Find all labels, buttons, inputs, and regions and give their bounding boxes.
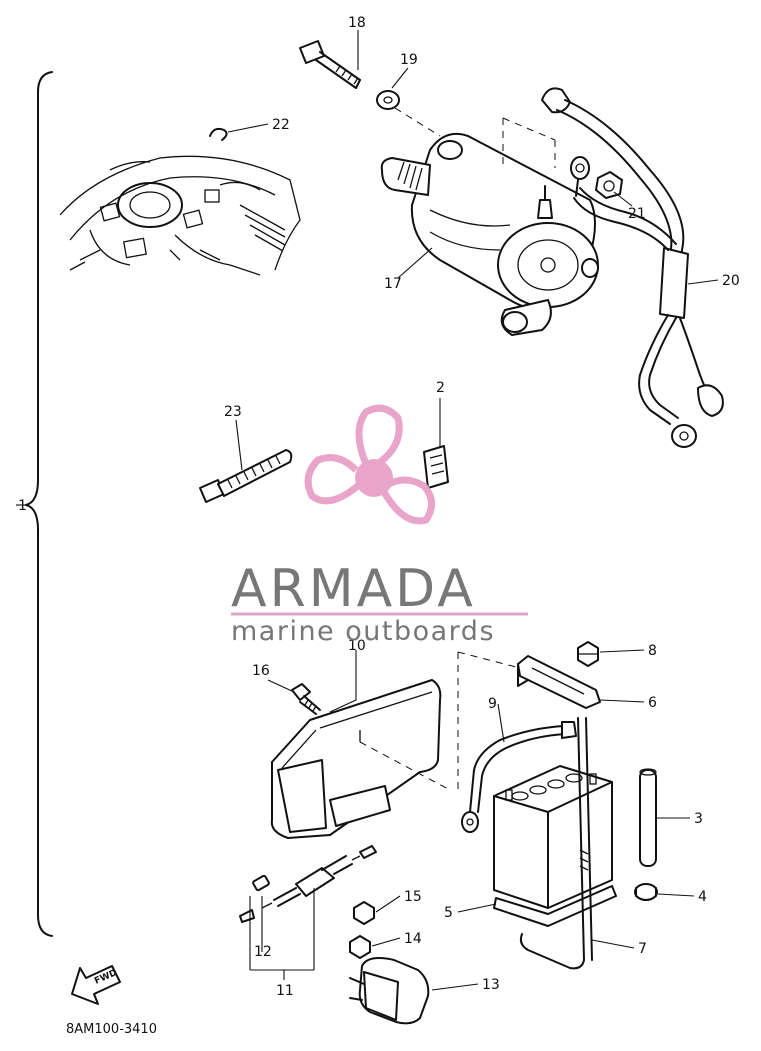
alignment-line — [359, 741, 451, 791]
callout-19: 19 — [400, 52, 418, 68]
callout-9: 9 — [488, 696, 497, 712]
part-9-battery-lead — [461, 721, 577, 833]
engine-block-drawing — [59, 155, 301, 276]
callout-labels: 1 2 3 4 5 6 7 8 9 10 11 12 13 14 15 16 1… — [18, 15, 740, 999]
watermark: ARMADA marine outboards — [231, 404, 528, 647]
callout-11: 11 — [276, 983, 294, 999]
callout-4: 4 — [698, 889, 707, 905]
part-3-tube — [639, 768, 657, 867]
callout-23: 23 — [224, 404, 242, 420]
part-23-cable-tie — [199, 449, 293, 503]
alignment-line — [457, 651, 521, 790]
callout-14: 14 — [404, 931, 422, 947]
part-8-nut — [577, 641, 599, 667]
callout-15: 15 — [404, 889, 422, 905]
fwd-arrow-icon: FWD — [71, 965, 121, 1005]
part-16-screw — [291, 683, 321, 715]
part-2-pad — [423, 445, 449, 489]
part-19-washer — [376, 90, 400, 110]
leader-lines — [16, 30, 719, 991]
part-22-clip — [209, 127, 228, 141]
callout-21: 21 — [628, 206, 646, 222]
watermark-brand: ARMADA — [231, 559, 476, 619]
alignment-line — [502, 117, 556, 168]
callout-18: 18 — [348, 15, 366, 31]
propeller-logo-icon — [304, 404, 435, 525]
callout-22: 22 — [272, 117, 290, 133]
drawing-code: 8AM100-3410 — [66, 1022, 157, 1037]
part-14-nut — [349, 935, 371, 959]
callout-2: 2 — [436, 380, 445, 396]
callout-12: 12 — [254, 944, 272, 960]
part-6-bracket — [517, 655, 601, 709]
callout-7: 7 — [638, 941, 647, 957]
part-12-fuse — [252, 874, 270, 892]
part-20-starter-cable — [541, 87, 724, 448]
battery — [493, 765, 613, 909]
callout-3: 3 — [694, 811, 703, 827]
part-7-hold-rod — [519, 717, 593, 970]
callout-13: 13 — [482, 977, 500, 993]
alignment-line — [394, 107, 441, 137]
part-17-starter-motor — [380, 132, 599, 336]
callout-17: 17 — [384, 276, 402, 292]
part-13-relay — [349, 957, 430, 1025]
callout-5: 5 — [444, 905, 453, 921]
callout-6: 6 — [648, 695, 657, 711]
assembly-brace — [25, 71, 53, 937]
callout-16: 16 — [252, 663, 270, 679]
part-10-battery-cover — [270, 679, 442, 839]
callout-10: 10 — [348, 638, 366, 654]
watermark-tagline: marine outboards — [231, 616, 495, 647]
part-18-bolt — [299, 40, 361, 89]
part-4-cap — [634, 883, 658, 901]
part-5-battery-tray — [493, 885, 617, 927]
part-21-nut — [595, 171, 623, 199]
callout-20: 20 — [722, 273, 740, 289]
part-15-nut — [353, 901, 375, 925]
callout-8: 8 — [648, 643, 657, 659]
callout-1: 1 — [18, 498, 27, 514]
